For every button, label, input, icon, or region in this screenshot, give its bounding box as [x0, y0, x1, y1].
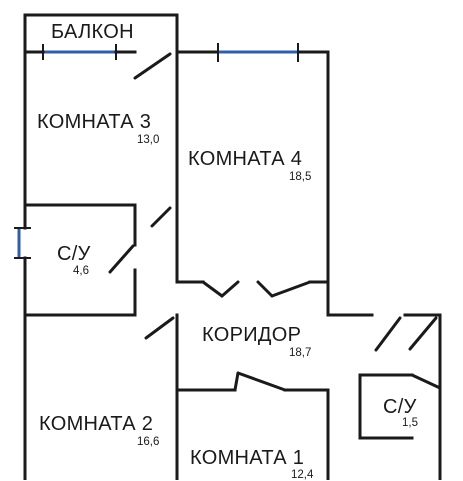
room3-area: 13,0: [137, 134, 160, 146]
door-room1-b: [236, 371, 287, 392]
door-room4-c: [256, 280, 274, 298]
bath-left-name: С/У: [57, 243, 91, 265]
room2-area: 16,6: [137, 436, 160, 448]
door-room4-b: [220, 280, 240, 298]
room3-name: КОМНАТА 3: [37, 111, 152, 133]
room2-name: КОМНАТА 2: [39, 413, 154, 435]
door-bath-left: [108, 244, 135, 274]
left-window: [14, 227, 31, 259]
door-entrance-a: [374, 316, 402, 352]
door-entrance-b: [408, 316, 438, 351]
door-balcony: [133, 52, 172, 80]
room1-area: 12,4: [291, 469, 314, 481]
door-room3: [150, 206, 172, 228]
room4-name: КОМНАТА 4: [188, 148, 303, 170]
room4-window: [217, 43, 299, 62]
room4-area: 18,5: [289, 171, 312, 183]
doors: [108, 52, 442, 392]
room1-name: КОМНАТА 1: [190, 447, 305, 469]
door-room4-d: [270, 280, 312, 298]
bath-right-name: С/У: [383, 396, 417, 418]
door-room4-a: [201, 280, 224, 298]
interior-walls: [23, 50, 414, 480]
corridor-name: КОРИДОР: [202, 324, 302, 346]
door-bath-right: [410, 373, 442, 390]
outer-walls: [23, 13, 442, 480]
bath-right-area: 1,5: [402, 417, 418, 429]
door-room1-a: [233, 371, 240, 392]
door-room2: [144, 316, 175, 340]
balcony-label: БАЛКОН: [51, 21, 134, 43]
bath-left-area: 4,6: [73, 265, 89, 277]
corridor-area: 18,7: [289, 347, 312, 359]
